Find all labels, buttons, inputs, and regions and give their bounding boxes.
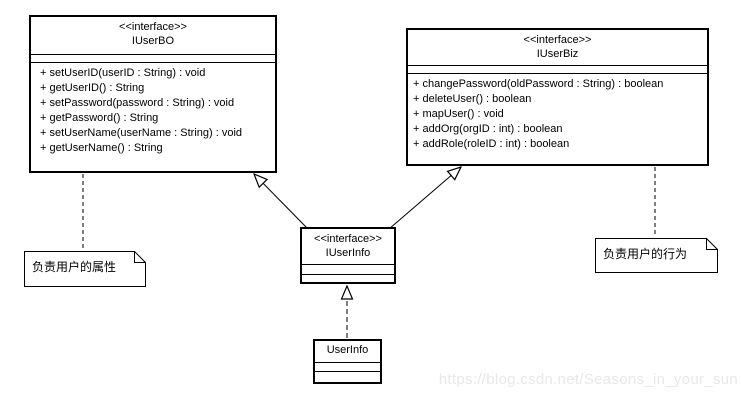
method: + setUserID(userID : String) : void	[40, 67, 206, 79]
class-box-iuserbiz: <<interface>> IUserBiz + changePassword(…	[406, 28, 709, 166]
note-text: 负责用户的属性	[32, 260, 117, 274]
class-name: IUserInfo	[325, 247, 371, 259]
stereotype-label: <<interface>>	[314, 233, 382, 245]
method: + setPassword(password : String) : void	[40, 97, 235, 109]
methods-compartment: + setUserID(userID : String) : void + ge…	[31, 63, 275, 171]
class-box-iuserinfo: <<interface>> IUserInfo	[300, 227, 396, 284]
stereotype-label: <<interface>>	[523, 34, 592, 46]
methods-compartment	[315, 372, 380, 382]
methods-compartment	[302, 275, 394, 282]
generalization-arrow-iuserinfo-to-iuserbo	[254, 174, 309, 230]
stereotype-label: <<interface>>	[119, 21, 187, 33]
class-name: IUserBiz	[536, 48, 579, 60]
note-text: 负责用户的行为	[603, 247, 688, 261]
class-title-compartment: <<interface>> IUserInfo	[302, 229, 394, 264]
note-shape	[24, 251, 146, 287]
method: + changePassword(oldPassword : String) :…	[413, 78, 664, 90]
attributes-compartment	[302, 264, 394, 275]
note-user-behavior: 负责用户的行为	[595, 238, 718, 273]
class-title-compartment: <<interface>> IUserBO	[31, 17, 275, 54]
watermark-url: https://blog.csdn.net/Seasons_in_your_su…	[438, 371, 738, 388]
method: + mapUser() : void	[413, 108, 504, 120]
methods-compartment: + changePassword(oldPassword : String) :…	[408, 74, 707, 164]
note-fold-icon	[706, 238, 718, 250]
class-title-compartment: <<interface>> IUserBiz	[408, 30, 707, 65]
method: + setUserName(userName : String) : void	[40, 127, 243, 139]
method: + deleteUser() : boolean	[413, 93, 532, 105]
method: + addOrg(orgID : int) : boolean	[413, 123, 563, 135]
class-box-iuserbo: <<interface>> IUserBO + setUserID(userID…	[29, 15, 277, 173]
attributes-compartment	[315, 362, 380, 372]
class-title-compartment: UserInfo	[315, 341, 380, 362]
class-name: IUserBO	[131, 35, 175, 47]
generalization-arrow-iuserinfo-to-iuserbiz	[388, 167, 461, 230]
method: + getPassword() : String	[40, 112, 159, 124]
note-user-attributes: 负责用户的属性	[24, 251, 146, 287]
method: + getUserID() : String	[40, 82, 145, 94]
attributes-compartment	[408, 65, 707, 74]
note-shape	[595, 238, 718, 273]
note-fold-icon	[134, 251, 146, 263]
method: + addRole(roleID : int) : boolean	[413, 138, 570, 150]
class-name: UserInfo	[326, 344, 369, 356]
class-box-userinfo: UserInfo	[313, 339, 382, 384]
method: + getUserName() : String	[40, 142, 163, 154]
attributes-compartment	[31, 54, 275, 63]
